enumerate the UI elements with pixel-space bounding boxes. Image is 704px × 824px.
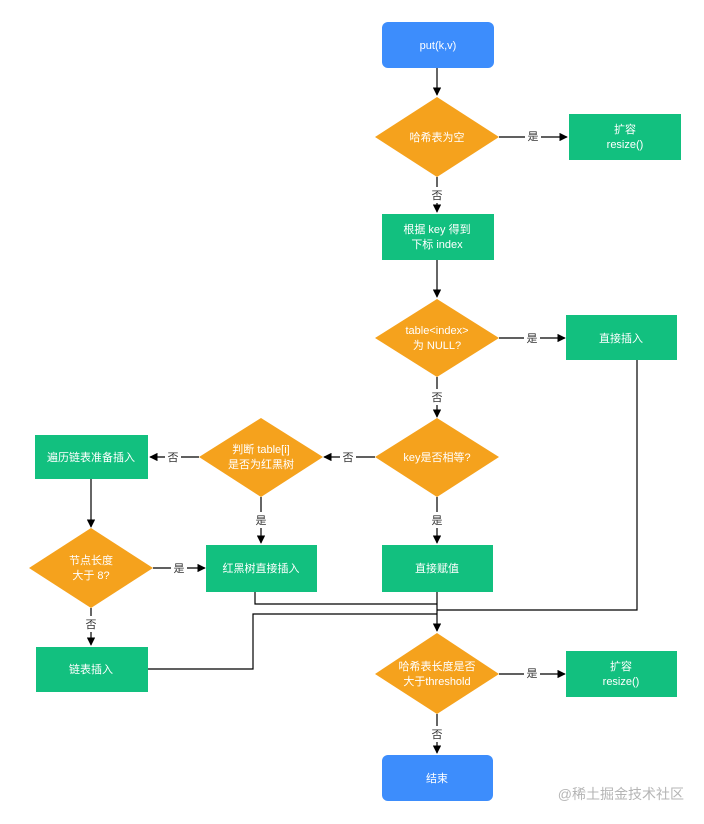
node-decision-tree-line2: 是否为红黑树 [228, 457, 294, 471]
edge-label-empty-no: 否 [432, 190, 443, 202]
node-compute-index-line1: 根据 key 得到 [403, 222, 470, 236]
edge-label-tree-yes: 是 [256, 514, 267, 527]
edge-list-insert-merge [148, 613, 437, 670]
node-direct-assign: 直接赋值 [382, 545, 493, 592]
node-direct-insert-label: 直接插入 [599, 331, 643, 345]
node-decision-tree: 判断 table[i] 是否为红黑树 [199, 418, 323, 497]
node-compute-index-line2: 下标 index [411, 237, 463, 251]
node-decision-threshold-line1: 哈希表长度是否 [399, 659, 476, 673]
node-resize-bottom: 扩容 resize() [566, 651, 677, 697]
node-end-label: 结束 [426, 772, 448, 785]
edge-tree-insert-merge [254, 592, 437, 605]
watermark: @稀土掘金技术社区 [558, 786, 684, 802]
edge-label-key-no: 否 [343, 452, 354, 464]
node-resize-top: 扩容 resize() [569, 114, 681, 160]
node-decision-key-equal-label: key是否相等? [403, 450, 470, 464]
node-compute-index: 根据 key 得到 下标 index [382, 214, 494, 260]
node-tree-insert-label: 红黑树直接插入 [223, 561, 300, 575]
edge-label-length-no: 否 [86, 619, 97, 631]
node-decision-null-line2: 为 NULL? [413, 339, 461, 352]
edge-label-null-yes: 是 [527, 332, 538, 345]
node-decision-length: 节点长度 大于 8? [29, 528, 153, 608]
node-decision-key-equal: key是否相等? [375, 418, 499, 497]
node-decision-length-line1: 节点长度 [69, 553, 113, 567]
node-decision-null: table<index> 为 NULL? [375, 299, 499, 377]
edge-label-tree-no: 否 [168, 452, 179, 464]
edges [86, 68, 638, 754]
node-decision-threshold: 哈希表长度是否 大于threshold [375, 633, 499, 714]
edge-label-threshold-no: 否 [432, 729, 443, 741]
node-start: put(k,v) [382, 22, 494, 68]
edge-labels: 是 否 是 否 否 是 否 是 是 否 是 否 [83, 128, 541, 742]
node-decision-null-line1: table<index> [406, 325, 469, 337]
node-traverse-list: 遍历链表准备插入 [35, 435, 148, 479]
edge-label-null-no: 否 [432, 392, 443, 404]
node-resize-bottom-line1: 扩容 [610, 659, 632, 673]
node-start-label: put(k,v) [420, 40, 457, 52]
node-list-insert: 链表插入 [36, 647, 148, 692]
edge-label-threshold-yes: 是 [527, 667, 538, 680]
node-traverse-list-label: 遍历链表准备插入 [47, 450, 135, 464]
node-decision-threshold-line2: 大于threshold [403, 674, 470, 688]
node-direct-insert: 直接插入 [566, 315, 677, 360]
node-resize-top-line2: resize() [607, 139, 644, 151]
node-decision-empty-label: 哈希表为空 [410, 130, 465, 144]
edge-label-length-yes: 是 [174, 562, 185, 575]
node-resize-top-line1: 扩容 [614, 122, 636, 136]
node-end: 结束 [382, 755, 493, 801]
edge-direct-insert-merge [437, 360, 638, 611]
node-decision-length-line2: 大于 8? [72, 568, 109, 582]
node-resize-bottom-line2: resize() [603, 676, 640, 688]
edge-label-empty-yes: 是 [528, 130, 539, 143]
node-direct-assign-label: 直接赋值 [415, 561, 459, 575]
node-tree-insert: 红黑树直接插入 [206, 545, 317, 592]
node-list-insert-label: 链表插入 [69, 662, 113, 676]
node-decision-empty: 哈希表为空 [375, 97, 499, 177]
node-decision-tree-line1: 判断 table[i] [232, 442, 289, 456]
edge-label-key-yes: 是 [432, 514, 443, 527]
